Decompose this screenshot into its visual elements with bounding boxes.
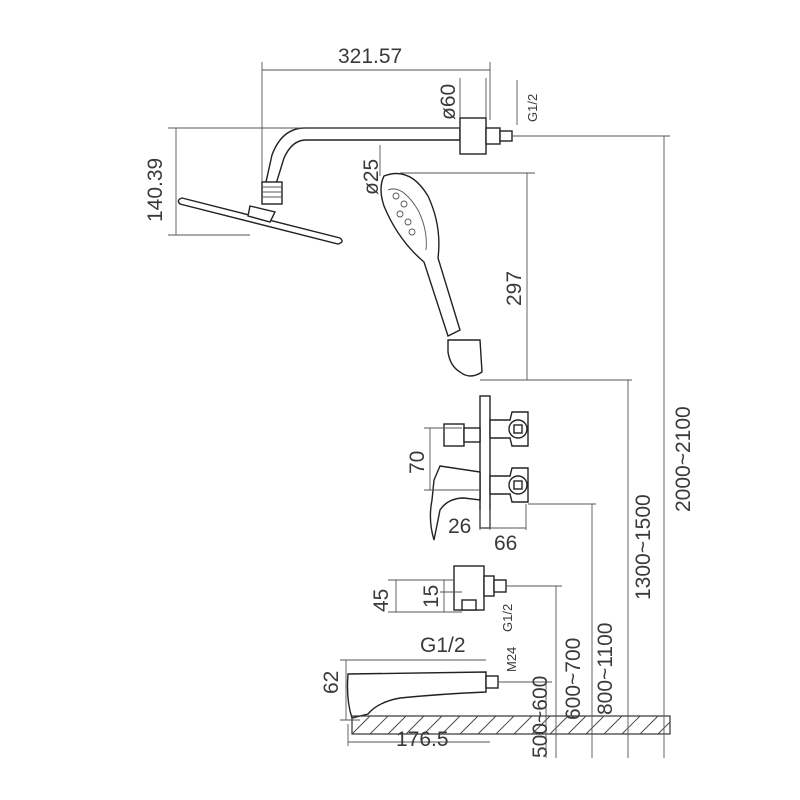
- dim-spout-height: 62: [320, 671, 343, 694]
- dim-valve-spacing: 70: [406, 451, 429, 474]
- dim-inlet-thread-top: G1/2: [525, 94, 540, 122]
- dim-outlet-thread-side: G1/2: [500, 604, 515, 632]
- dim-spout-thread: M24: [504, 647, 519, 672]
- dim-outlet-thread: G1/2: [420, 634, 466, 657]
- dim-outlet-45: 45: [370, 589, 393, 612]
- dim-height-showerhead: 2000~2100: [672, 406, 695, 512]
- dim-height-outlet: 600~700: [562, 638, 585, 720]
- dim-arm-dia: ø25: [360, 159, 383, 195]
- floor-hatch: [351, 715, 671, 735]
- hand-shower-assembly: 297: [380, 172, 535, 381]
- wall-outlet-assembly: 45 15 G1/2 G1/2: [370, 565, 515, 657]
- dim-height-spout: 500~600: [529, 676, 552, 758]
- height-dimensions: 500~600 600~700 800~1100 1300~1500 2000~…: [482, 135, 695, 758]
- dim-plate-depth: 66: [494, 532, 517, 555]
- overhead-shower-assembly: 321.57 ø60 G1/2 ø25 140.39: [144, 45, 540, 245]
- dim-height-valve: 800~1100: [594, 623, 617, 715]
- dim-flange-dia: ø60: [437, 84, 460, 120]
- dim-outlet-15: 15: [420, 585, 443, 608]
- dim-arm-length: 321.57: [338, 45, 402, 68]
- mixer-valve-assembly: 70 26 66: [406, 395, 529, 555]
- dim-height-handshower: 1300~1500: [632, 494, 655, 600]
- dim-hand-shower-length: 297: [503, 271, 526, 306]
- dim-spout-length: 176.5: [396, 728, 449, 751]
- dim-head-height: 140.39: [144, 158, 167, 222]
- dim-valve-depth: 26: [448, 515, 471, 538]
- bath-spout-assembly: 62 M24 176.5: [320, 647, 519, 751]
